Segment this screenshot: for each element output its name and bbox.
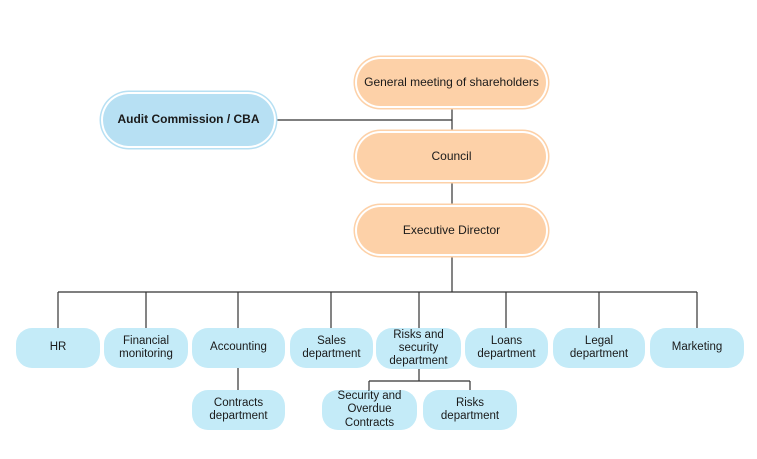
risks-security-node: Risks and security department	[376, 328, 461, 369]
shareholders-node: General meeting of shareholders	[357, 59, 546, 106]
audit-commission-node: Audit Commission / CBA	[103, 94, 274, 146]
financial-monitoring-node: Financial monitoring	[104, 328, 188, 368]
marketing-node: Marketing	[650, 328, 744, 368]
legal-department-node: Legal department	[553, 328, 645, 368]
loans-department-node: Loans department	[465, 328, 548, 368]
risks-department-node: Risks department	[423, 390, 517, 430]
accounting-node: Accounting	[192, 328, 285, 368]
connector-risks-bus	[368, 369, 471, 390]
security-overdue-contracts-node: Security and Overdue Contracts	[322, 390, 417, 430]
hr-node: HR	[16, 328, 100, 368]
executive-director-node: Executive Director	[357, 207, 546, 254]
sales-department-node: Sales department	[290, 328, 373, 368]
council-node: Council	[357, 133, 546, 180]
contracts-department-node: Contracts department	[192, 390, 285, 430]
